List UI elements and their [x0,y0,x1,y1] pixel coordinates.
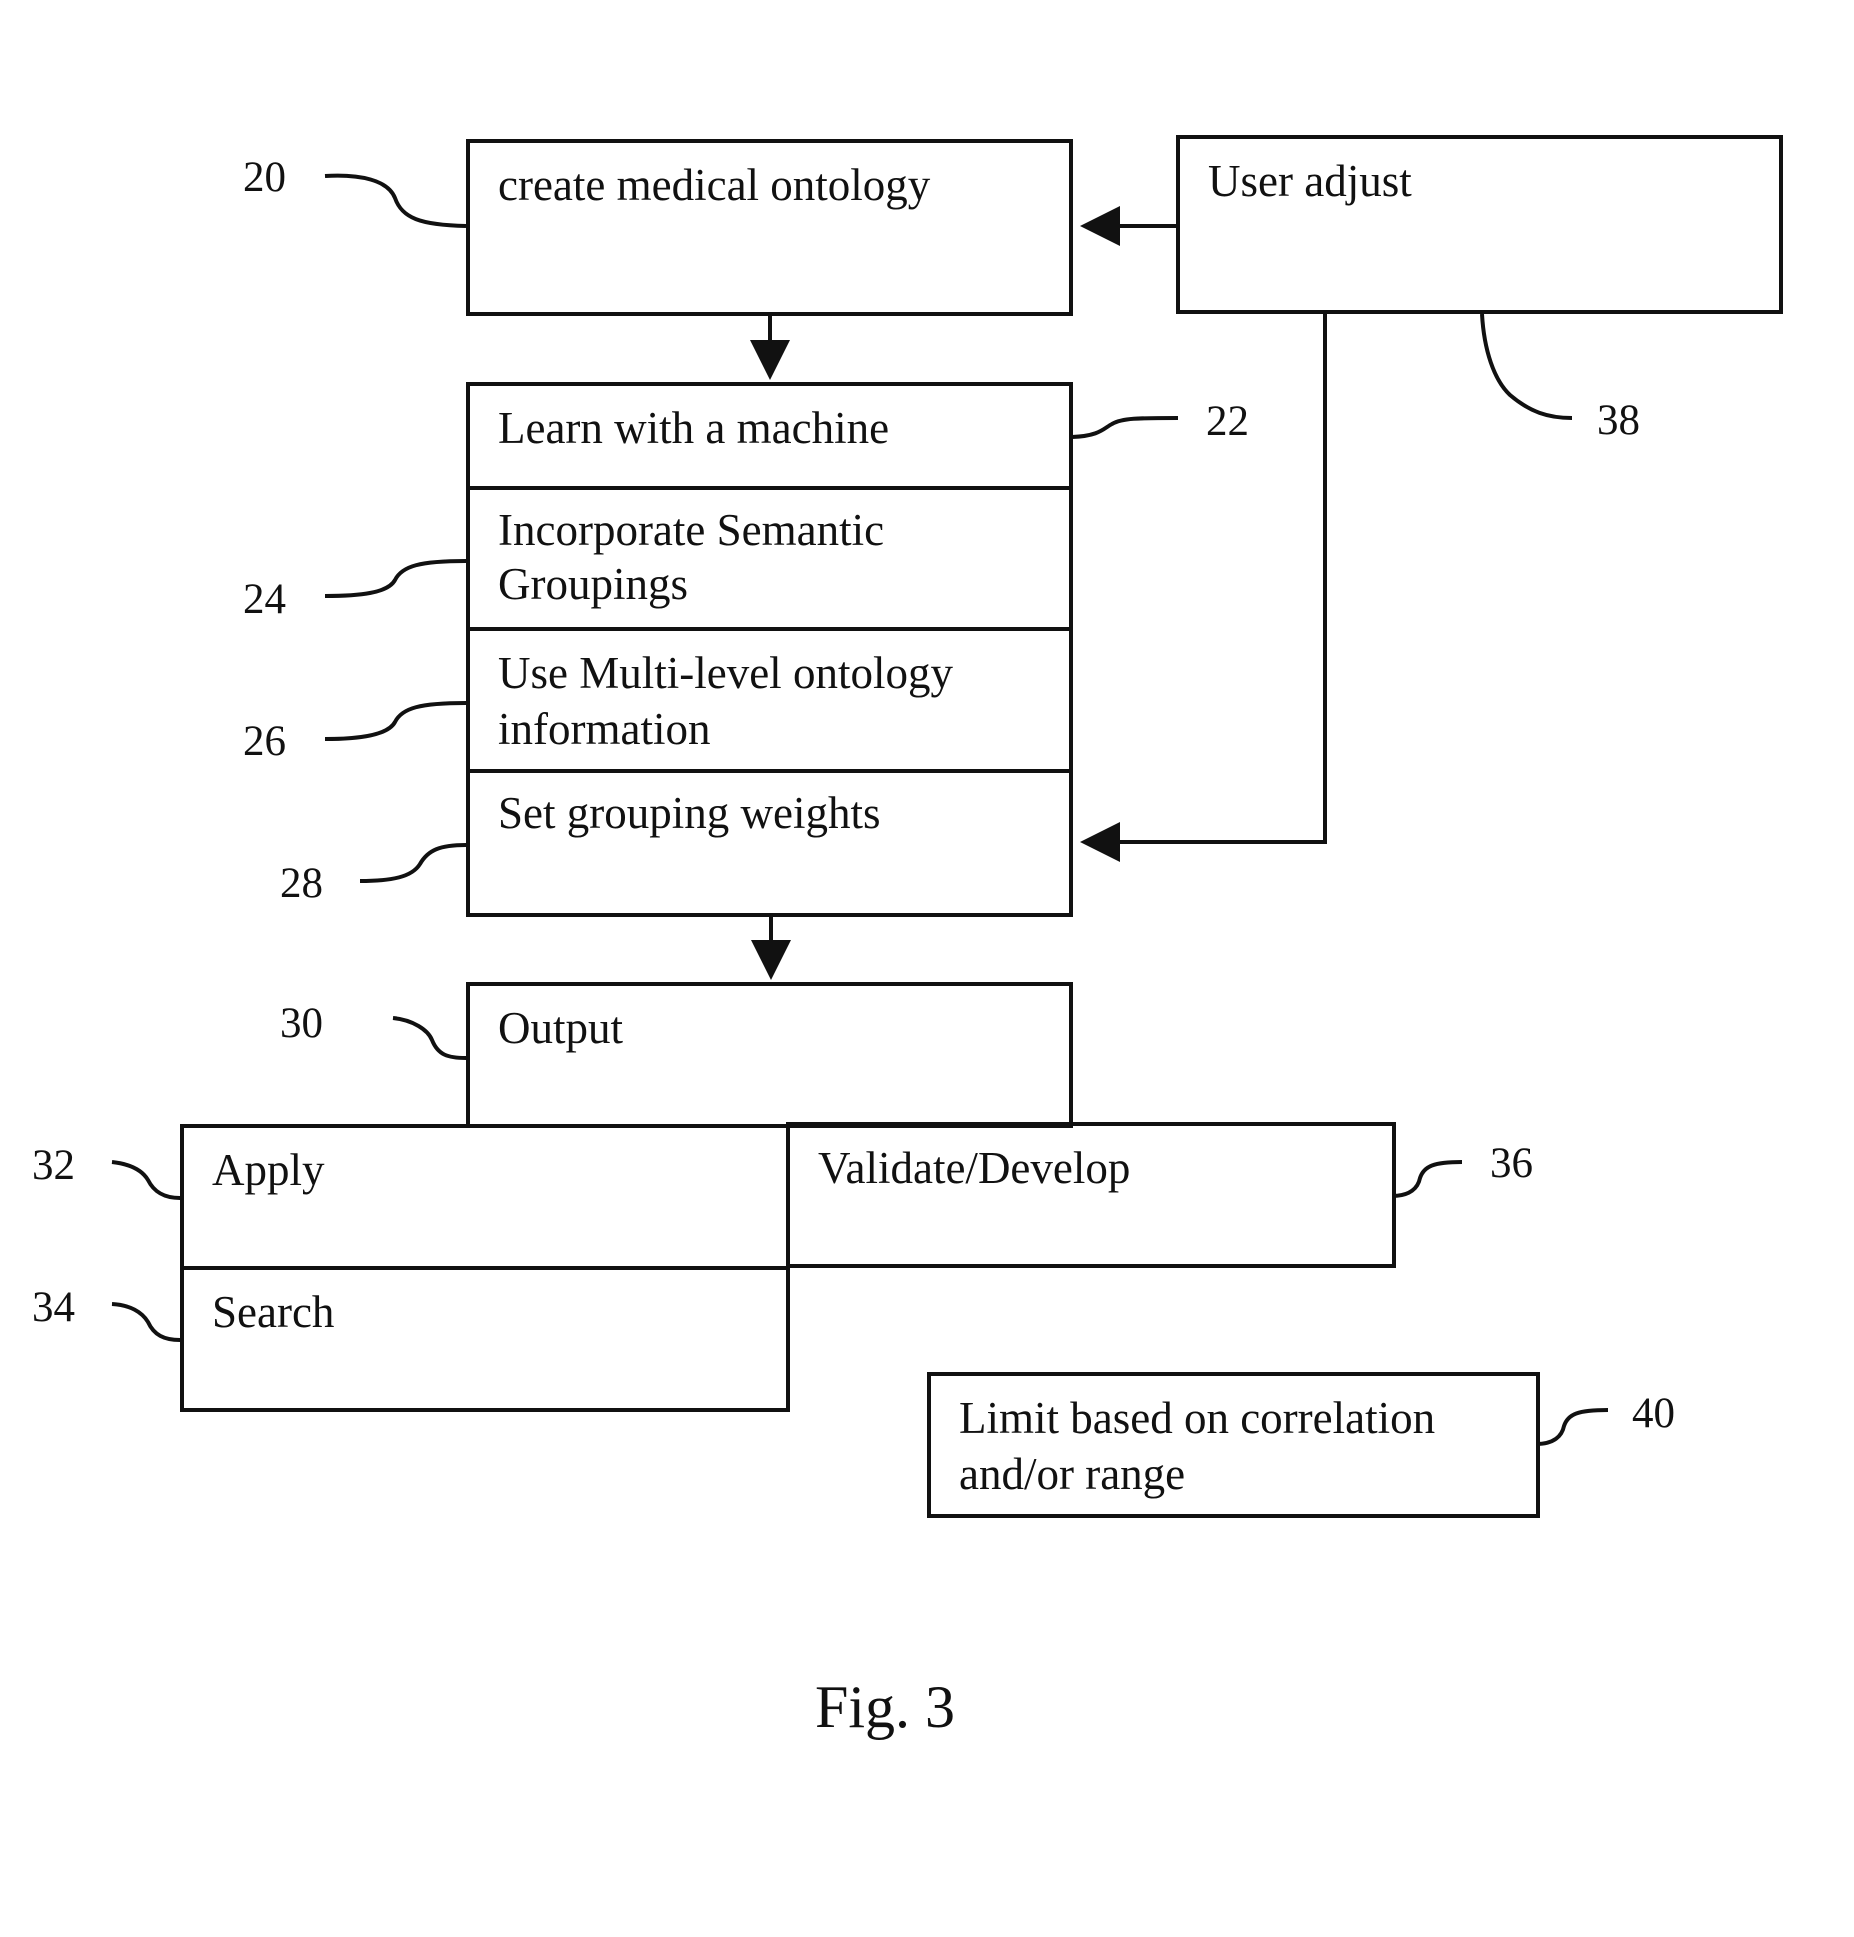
apply-label: Apply [212,1142,325,1198]
create-ontology-box: create medical ontology [466,139,1073,316]
user-adjust-box: User adjust [1176,135,1783,314]
leader-26 [325,703,466,739]
ref-38: 38 [1597,397,1640,445]
leader-24 [325,561,466,596]
grouping-weights-box: Set grouping weights [466,769,1073,917]
ref-32: 32 [32,1142,75,1190]
learn-machine-label: Learn with a machine [498,400,889,456]
validate-develop-label: Validate/Develop [818,1140,1130,1196]
multilevel-ontology-line2: information [498,701,710,757]
ref-20: 20 [243,154,286,202]
user-adjust-label: User adjust [1208,153,1412,209]
search-label: Search [212,1284,334,1340]
semantic-groupings-line2: Groupings [498,556,688,612]
leader-20 [325,176,466,226]
multilevel-ontology-line1: Use Multi-level ontology [498,645,953,701]
leader-40 [1536,1410,1608,1444]
grouping-weights-label: Set grouping weights [498,785,880,841]
apply-box: Apply [180,1124,790,1270]
ref-22: 22 [1206,398,1249,446]
validate-develop-box: Validate/Develop [786,1122,1396,1268]
ref-30: 30 [280,1000,323,1048]
ref-26: 26 [243,718,286,766]
leader-30 [393,1018,466,1058]
leader-34 [112,1304,180,1340]
output-box: Output [466,982,1073,1128]
leader-36 [1392,1162,1462,1196]
multilevel-ontology-box: Use Multi-level ontology information [466,627,1073,773]
ref-36: 36 [1490,1140,1533,1188]
arrow-useradjust-to-weights [1088,314,1325,842]
figure-caption: Fig. 3 [815,1672,955,1742]
leader-38 [1482,314,1572,418]
output-label: Output [498,1000,623,1056]
ref-28: 28 [280,860,323,908]
leader-32 [112,1162,180,1198]
limit-box: Limit based on correlation and/or range [927,1372,1540,1518]
learn-machine-box: Learn with a machine [466,382,1073,490]
semantic-groupings-line1: Incorporate Semantic [498,502,884,558]
limit-line2: and/or range [959,1446,1185,1502]
leader-28 [360,845,466,881]
leader-22 [1072,418,1178,437]
search-box: Search [180,1266,790,1412]
create-ontology-label: create medical ontology [498,157,930,213]
semantic-groupings-box: Incorporate Semantic Groupings [466,486,1073,631]
ref-34: 34 [32,1284,75,1332]
ref-24: 24 [243,576,286,624]
limit-line1: Limit based on correlation [959,1390,1435,1446]
ref-40: 40 [1632,1390,1675,1438]
